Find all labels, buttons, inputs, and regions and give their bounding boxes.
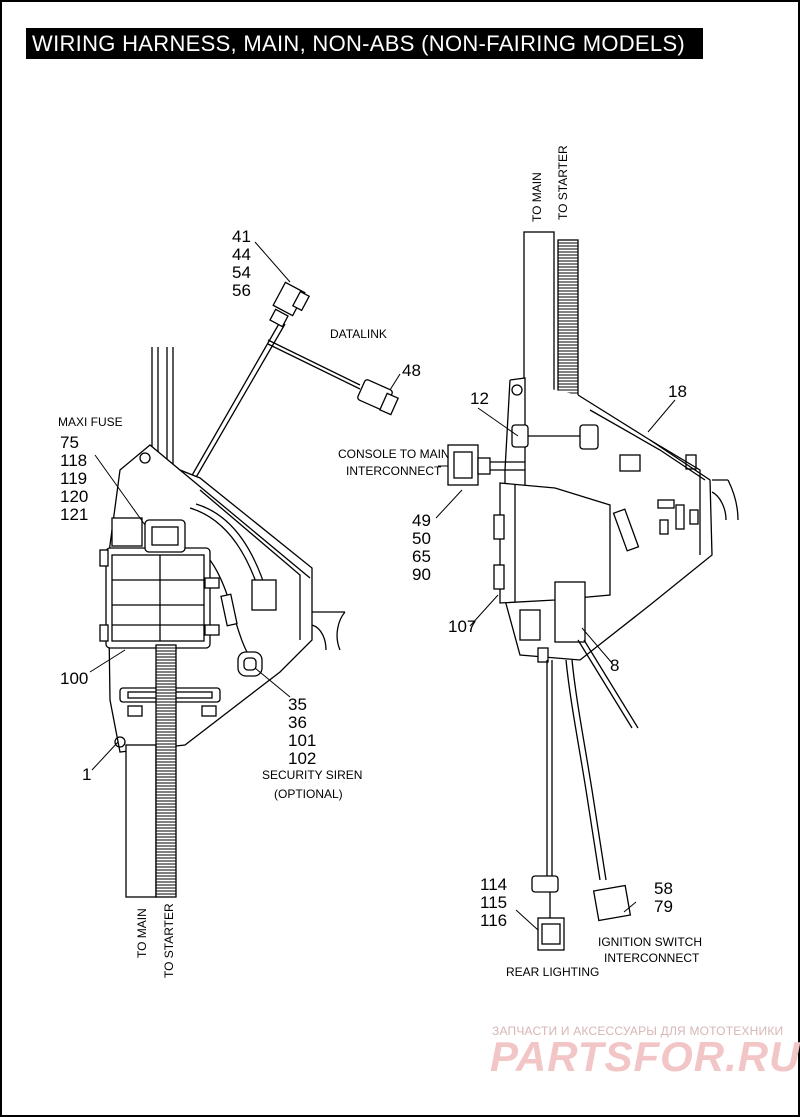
watermark-logo: PARTSFOR.RU xyxy=(490,1033,800,1080)
connector-41 xyxy=(269,281,311,328)
callout-75: 75 xyxy=(60,433,79,452)
callout-36: 36 xyxy=(288,713,307,732)
callout-101: 101 xyxy=(288,731,317,750)
fuse-box xyxy=(99,547,220,649)
callout-12: 12 xyxy=(470,389,489,408)
callout-44: 44 xyxy=(232,245,251,264)
starter-cable-ribs-left xyxy=(156,647,176,895)
console-to-main-label: CONSOLE TO MAIN xyxy=(338,447,450,461)
page-title: WIRING HARNESS, MAIN, NON-ABS (NON-FAIRI… xyxy=(26,28,703,59)
left-harness-view xyxy=(99,281,400,898)
callout-65: 65 xyxy=(412,547,431,566)
callout-41: 41 xyxy=(232,227,251,246)
callout-54: 54 xyxy=(232,263,251,282)
callout-102: 102 xyxy=(288,749,317,768)
callout-8: 8 xyxy=(610,656,620,675)
security-siren-label: SECURITY SIREN xyxy=(262,768,363,782)
callout-116: 116 xyxy=(480,911,508,930)
callout-58: 58 xyxy=(654,879,673,898)
callout-90: 90 xyxy=(412,565,431,584)
console-interconnect-label: INTERCONNECT xyxy=(346,464,442,478)
callout-41-group: 41 44 54 56 xyxy=(232,228,251,300)
callout-115: 115 xyxy=(480,893,508,912)
callout-35-group: 35 36 101 102 xyxy=(288,696,316,768)
rear-lighting-label: REAR LIGHTING xyxy=(506,965,600,979)
callout-49: 49 xyxy=(412,511,431,530)
left-to-starter-label: TO STARTER xyxy=(162,903,176,978)
callout-114-group: 114 115 116 xyxy=(480,876,507,930)
callout-79: 79 xyxy=(654,897,673,916)
callout-75-group: 75 118 119 120 121 xyxy=(60,434,88,524)
callout-56: 56 xyxy=(232,281,251,300)
right-to-main-label: TO MAIN xyxy=(530,172,544,222)
callout-48: 48 xyxy=(402,361,421,380)
callout-118: 118 xyxy=(60,451,88,470)
connector-48 xyxy=(357,379,400,416)
optional-label: (OPTIONAL) xyxy=(274,787,343,801)
callout-100: 100 xyxy=(60,669,89,688)
left-to-main-label: TO MAIN xyxy=(135,908,149,958)
callout-50: 50 xyxy=(412,529,431,548)
maxi-fuse-label: MAXI FUSE xyxy=(58,415,123,429)
callout-120: 120 xyxy=(60,487,89,506)
datalink-label: DATALINK xyxy=(330,327,387,341)
callout-107: 107 xyxy=(448,617,477,636)
callout-49-group: 49 50 65 90 xyxy=(412,512,431,584)
callout-58-group: 58 79 xyxy=(654,880,673,916)
callout-1: 1 xyxy=(82,765,92,784)
maxi-fuse xyxy=(111,517,186,553)
callout-119: 119 xyxy=(60,469,88,488)
callout-35: 35 xyxy=(288,695,307,714)
ignition-interconnect-label: INTERCONNECT xyxy=(604,951,700,965)
right-harness-view xyxy=(447,231,739,951)
right-to-starter-label: TO STARTER xyxy=(556,145,570,220)
watermark-subtitle: ЗАПЧАСТИ И АКСЕССУАРЫ ДЛЯ МОТОТЕХНИКИ xyxy=(492,1024,784,1038)
callout-114: 114 xyxy=(480,875,508,894)
ignition-switch-label: IGNITION SWITCH xyxy=(598,935,702,949)
callout-121: 121 xyxy=(60,505,89,524)
leader-lines xyxy=(89,241,676,931)
callout-18: 18 xyxy=(668,382,687,401)
